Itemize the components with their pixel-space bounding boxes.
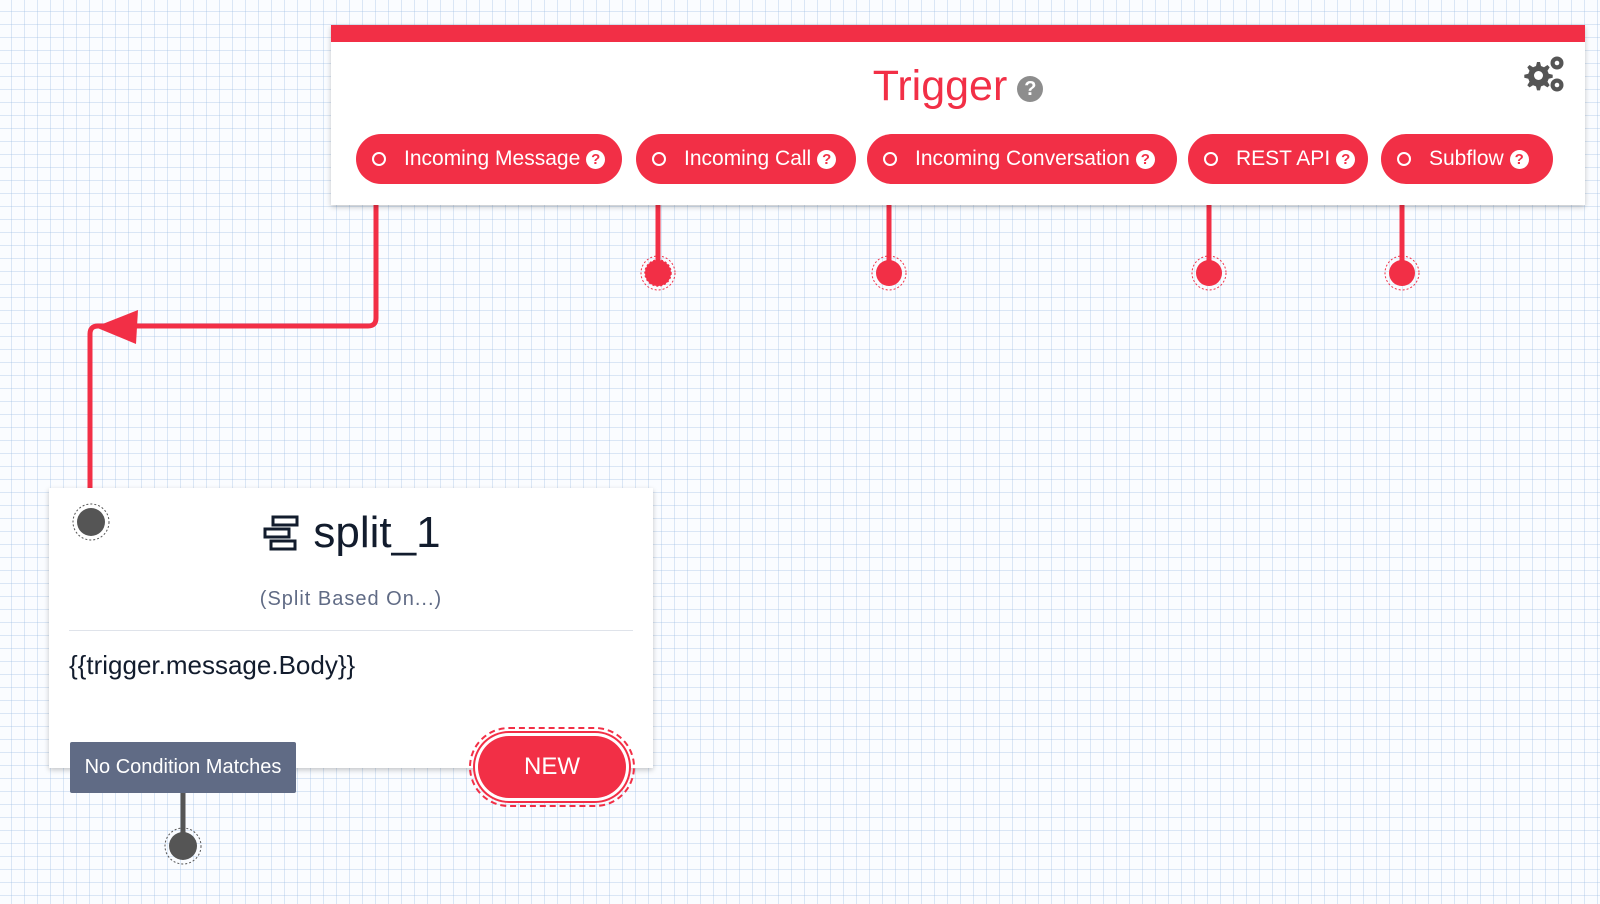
trigger-pill-subflow[interactable]: Subflow ? [1381, 134, 1553, 184]
split-input-endpoint[interactable] [77, 508, 105, 536]
endpoint-rest-api[interactable] [1196, 260, 1222, 286]
split-subtitle: (Split Based On...) [259, 588, 443, 610]
pill-label: Subflow [1429, 147, 1504, 170]
subflow-radio-icon [1397, 152, 1411, 166]
wire-arrowhead [95, 310, 138, 344]
endpoint-incoming-conversation[interactable] [876, 260, 902, 286]
gears-icon[interactable] [1519, 54, 1567, 96]
trigger-pill-incoming-conversation[interactable]: Incoming Conversation ? [867, 134, 1177, 184]
incoming-call-help-icon[interactable]: ? [817, 149, 837, 169]
endpoint-incoming-call[interactable] [644, 259, 672, 287]
pill-label: Incoming Message [404, 147, 581, 170]
split-widget[interactable]: split_1 (Split Based On...) {{trigger.me… [49, 488, 653, 768]
endpoint-rings [640, 255, 1420, 291]
endpoint-subflow[interactable] [1389, 260, 1415, 286]
trigger-widget[interactable]: Trigger? Incoming Message ? Incoming Cal… [331, 25, 1585, 205]
pill-label: Incoming Conversation [915, 147, 1130, 170]
no-match-endpoint[interactable] [169, 832, 197, 860]
no-match-endpoint-ring [164, 827, 202, 865]
incoming-message-radio-icon [372, 152, 386, 166]
trigger-pill-incoming-message[interactable]: Incoming Message ? [356, 134, 622, 184]
trigger-pill-rest-api[interactable]: REST API ? [1188, 134, 1368, 184]
split-header: split_1 [49, 508, 653, 558]
trigger-pill-incoming-call[interactable]: Incoming Call ? [636, 134, 856, 184]
incoming-call-radio-icon [652, 152, 666, 166]
rest-api-radio-icon [1204, 152, 1218, 166]
split-expression: {{trigger.message.Body}} [69, 650, 356, 680]
trigger-title: Trigger [872, 62, 1008, 110]
subflow-help-icon[interactable]: ? [1509, 149, 1529, 169]
split-divider [69, 630, 633, 631]
rest-api-help-icon[interactable]: ? [1336, 149, 1356, 169]
incoming-conversation-help-icon[interactable]: ? [1135, 149, 1155, 169]
trigger-header: Trigger? [331, 62, 1585, 111]
new-transition-button[interactable]: NEW [469, 727, 635, 807]
no-condition-matches-transition[interactable]: No Condition Matches [70, 742, 296, 793]
split-input-ring [72, 503, 110, 541]
wire-incoming-message-to-split[interactable] [87, 180, 379, 488]
split-icon [263, 515, 299, 551]
pill-label: REST API [1236, 147, 1331, 170]
split-name: split_1 [313, 508, 441, 557]
trigger-help-icon[interactable]: ? [1017, 75, 1044, 102]
pill-label: Incoming Call [684, 147, 812, 170]
incoming-message-help-icon[interactable]: ? [586, 149, 606, 169]
incoming-conversation-radio-icon [883, 152, 897, 166]
